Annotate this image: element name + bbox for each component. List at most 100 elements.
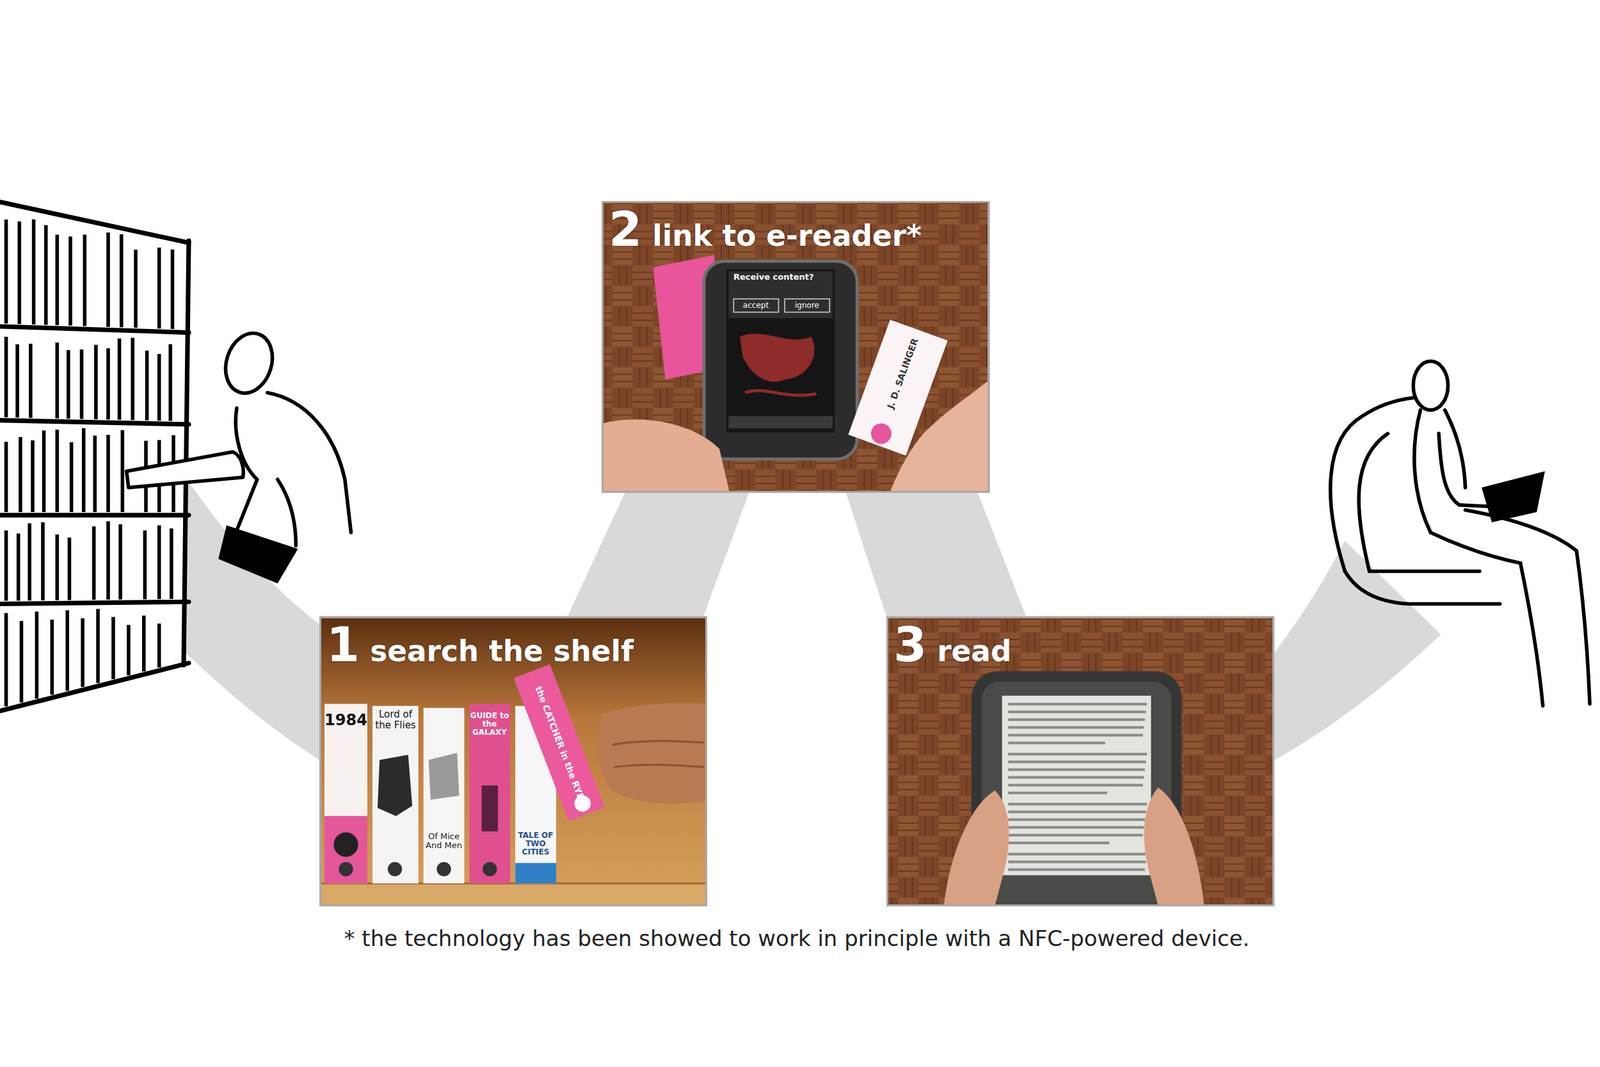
- book-title: 1984: [324, 711, 368, 729]
- book-spine: [4, 530, 9, 601]
- book-spine: [145, 350, 150, 421]
- text-line: [1008, 810, 1146, 813]
- bookshelf: [0, 202, 189, 712]
- book-spine: [4, 441, 9, 512]
- step-number: 1: [326, 620, 360, 669]
- book-spine: [157, 247, 162, 329]
- step-heading: 1 search the shelf: [321, 618, 706, 669]
- book-spine: [106, 232, 111, 327]
- step-panel: 1 search the shelf: [319, 616, 708, 907]
- book-spine: [168, 344, 173, 422]
- photo-shelf: [319, 616, 708, 907]
- text-line: [1008, 860, 1146, 863]
- book-spine: [28, 343, 33, 418]
- book-spine: [4, 219, 9, 324]
- flow-band: [185, 477, 320, 760]
- book-spine: [169, 528, 174, 600]
- flow-band-group: [567, 492, 749, 617]
- flow-band: [567, 492, 749, 617]
- book-spine: [44, 225, 48, 326]
- book-spine: [35, 611, 40, 699]
- photo-ereader: [887, 616, 1275, 907]
- tablet: [1481, 471, 1545, 523]
- book-spine: [133, 249, 138, 328]
- text-line: [1008, 741, 1105, 745]
- step-number: 2: [608, 205, 642, 254]
- book-spine: [106, 348, 111, 420]
- person-at-shelf: [126, 327, 352, 546]
- book-spine: [81, 428, 86, 512]
- text-line: [1008, 725, 1144, 729]
- book-spine: [30, 440, 35, 512]
- book-spine: [65, 609, 70, 691]
- book-spine: [170, 249, 175, 329]
- book-spine: [18, 437, 23, 512]
- screen-button: ignore: [784, 298, 830, 313]
- text-line: [1008, 802, 1147, 806]
- book-spine: [27, 523, 32, 601]
- book-spine: [92, 435, 97, 513]
- screen-text: Receive content?: [733, 272, 836, 282]
- book-spine: [15, 344, 20, 418]
- book-spine: [96, 608, 100, 683]
- step-panel: 2link to e-reader*: [601, 200, 990, 493]
- shelf-board: [0, 601, 189, 604]
- shelf-board: [0, 202, 189, 244]
- book-spine: [120, 430, 125, 512]
- book-spine: [55, 429, 59, 512]
- book-spine: [19, 620, 24, 703]
- text-line: [1008, 817, 1145, 821]
- text-line: [1008, 752, 1147, 756]
- text-line: [1008, 833, 1143, 837]
- step-panel: 3read: [886, 616, 1275, 907]
- book-spine: [94, 344, 98, 420]
- step-title: read: [936, 636, 1012, 666]
- book-spine: [40, 522, 45, 601]
- foot: [218, 525, 298, 584]
- book-spine: [16, 533, 21, 601]
- book-spine: [66, 350, 71, 419]
- text-line: [1008, 760, 1146, 763]
- photo-phone: [602, 200, 991, 493]
- book-title: GUIDE to the GALAXY: [469, 711, 511, 738]
- book-spine: [55, 342, 59, 419]
- text-line: [1008, 718, 1145, 721]
- book-spine: [157, 525, 162, 600]
- book-title: TALE OF TWO CITIES: [515, 831, 557, 857]
- book-spine: [126, 624, 131, 676]
- flow-band: [846, 492, 1026, 617]
- text-line: [1008, 784, 1143, 787]
- text-line: [1008, 841, 1110, 845]
- step-heading: 2link to e-reader*: [603, 202, 988, 254]
- book-spine: [111, 616, 116, 680]
- ereader-text-lines: [1008, 702, 1147, 872]
- book-spine: [17, 221, 22, 324]
- person-reading: [1330, 360, 1590, 706]
- book-spine: [157, 623, 162, 668]
- text-line: [1008, 791, 1108, 795]
- book-spine: [55, 534, 59, 601]
- book-spine: [143, 530, 148, 600]
- text-line: [1008, 775, 1144, 779]
- book-spine: [83, 234, 88, 326]
- book-spine: [50, 619, 55, 695]
- text-line: [1008, 702, 1147, 706]
- book-spine: [130, 337, 135, 420]
- book-spine: [80, 618, 85, 687]
- shelf-board: [0, 420, 189, 425]
- step-title: search the shelf: [369, 636, 634, 666]
- shelf-board: [0, 663, 189, 712]
- book-spine: [4, 336, 9, 418]
- book-spine: [157, 353, 162, 421]
- footnote: * the technology has been showed to work…: [344, 925, 1250, 952]
- book-spine: [4, 613, 9, 707]
- screen-button: accept: [733, 298, 779, 313]
- book-spine: [142, 615, 146, 672]
- flow-band: [1274, 540, 1441, 761]
- book-spine: [69, 442, 74, 512]
- book-spine: [106, 520, 111, 600]
- book-spine: [119, 234, 124, 328]
- book-title: Lord of the Flies: [372, 709, 419, 731]
- step-heading: 3read: [888, 618, 1273, 669]
